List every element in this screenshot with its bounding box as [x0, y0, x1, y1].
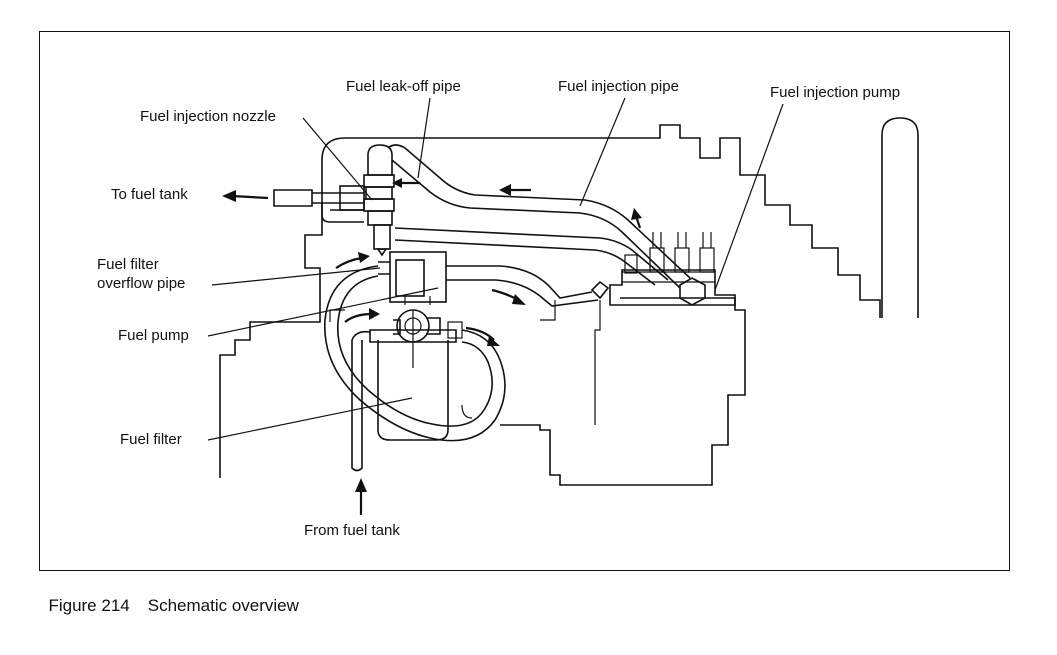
arrow-left-icon: [499, 184, 511, 196]
arrow-right-icon: [487, 336, 500, 346]
label-from-fuel-tank: From fuel tank: [304, 522, 400, 539]
figure-frame: [39, 31, 1010, 571]
arrow-right-icon: [512, 294, 526, 305]
label-fuel-injection-nozzle: Fuel injection nozzle: [140, 108, 276, 125]
fuel-injection-nozzle: [363, 144, 395, 257]
fuel-injection-pipes: [387, 144, 691, 289]
figure-number: Figure 214: [48, 596, 130, 615]
label-fuel-filter-overflow-pipe-line1: Fuel filter: [97, 256, 159, 273]
fuel-hoses: [324, 265, 506, 472]
flow-arrows: [222, 178, 642, 515]
fuel-filter: [369, 309, 463, 441]
figure-title: Schematic overview: [147, 596, 299, 615]
arrow-left-icon: [392, 178, 402, 188]
label-fuel-filter-overflow-pipe-line2: overflow pipe: [97, 275, 185, 292]
label-fuel-injection-pipe: Fuel injection pipe: [558, 78, 679, 95]
arrow-up-icon: [631, 208, 642, 220]
arrow-left-icon: [222, 190, 236, 202]
leader-lines: [207, 97, 784, 441]
fuel-injection-pump: [590, 232, 736, 306]
leak-off-pipe: [273, 185, 365, 223]
label-to-fuel-tank: To fuel tank: [111, 186, 188, 203]
fuel-pump: [378, 251, 599, 307]
figure-caption: Figure 214 Schematic overview: [39, 576, 299, 616]
label-fuel-leak-off-pipe: Fuel leak-off pipe: [346, 78, 461, 95]
engine-block-outline: [219, 117, 919, 486]
label-fuel-pump: Fuel pump: [118, 327, 189, 344]
arrow-up-icon: [355, 478, 367, 492]
arrow-right-icon: [369, 308, 380, 320]
arrow-right-icon: [358, 252, 370, 263]
label-fuel-filter: Fuel filter: [120, 431, 182, 448]
label-fuel-injection-pump: Fuel injection pump: [770, 84, 900, 101]
